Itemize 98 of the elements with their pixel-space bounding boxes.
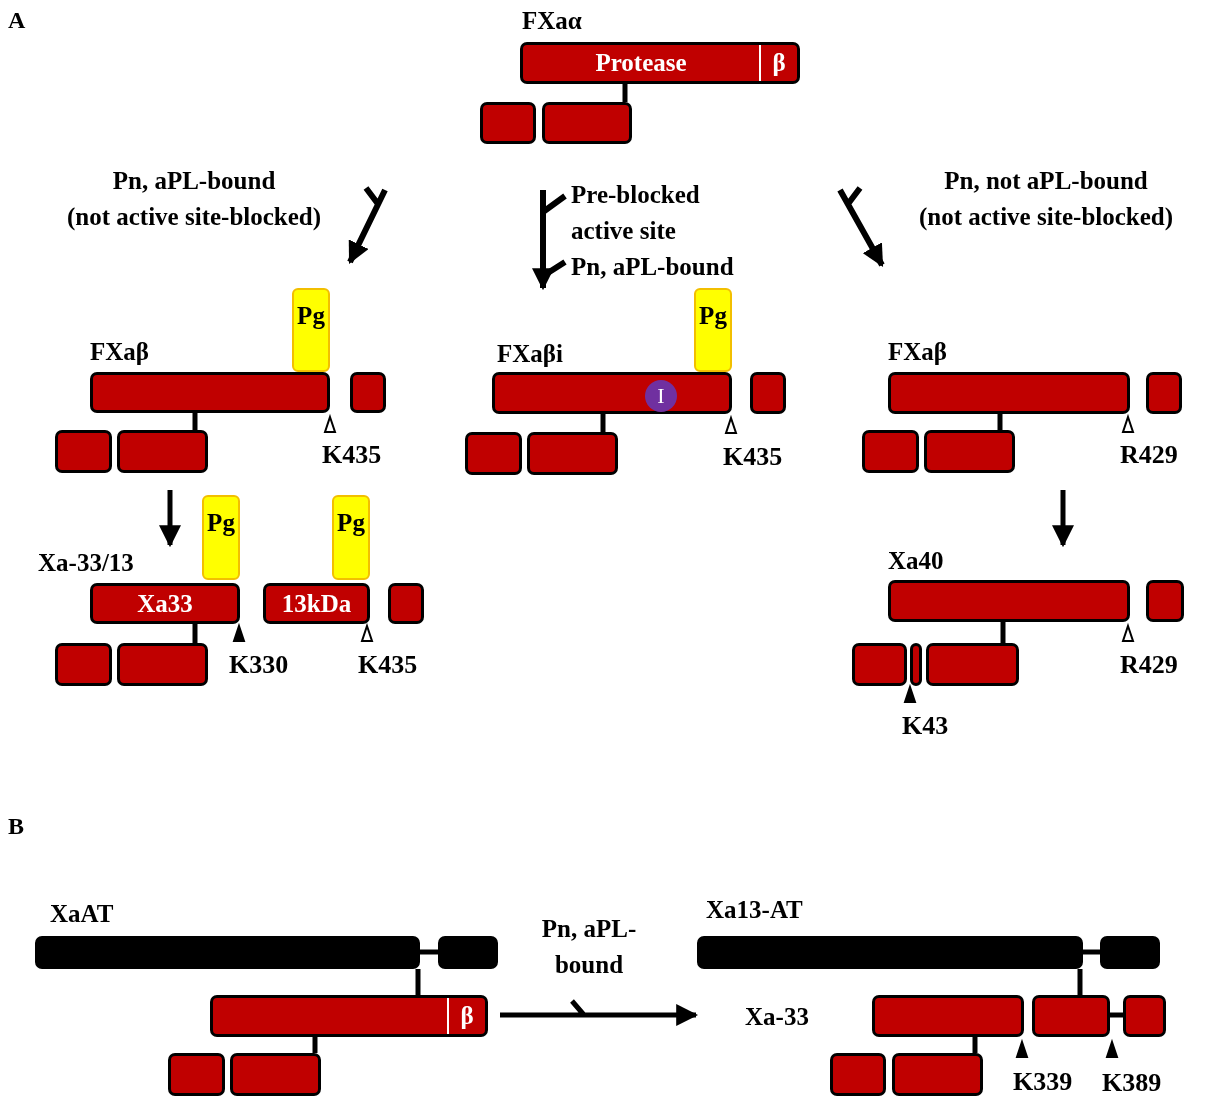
- chain-bar: [350, 372, 386, 413]
- circle-label: I: [657, 385, 665, 407]
- cleavage-site-label: K43: [902, 710, 949, 742]
- chain-bar: [1146, 372, 1182, 414]
- chain-bar: [263, 583, 370, 624]
- bar-label: 13kDa: [280, 589, 353, 618]
- linker-line: [997, 414, 1003, 430]
- linker-line: [1083, 949, 1100, 955]
- chain-bar: [117, 643, 208, 686]
- molecule-label: FXaβ: [90, 337, 149, 367]
- arrow: [347, 185, 388, 265]
- molecule-label: FXaβi: [497, 339, 563, 369]
- chain-bar: [1100, 936, 1160, 969]
- chain-bar: [230, 1053, 321, 1096]
- panel-letter: B: [8, 812, 24, 841]
- cleavage-site-label: K330: [229, 649, 289, 681]
- chain-bar: [55, 430, 112, 473]
- chain-bar: [117, 430, 208, 473]
- panel-letter: A: [8, 6, 26, 35]
- chain-bar: [520, 42, 800, 84]
- linker-line: [420, 949, 438, 955]
- linker-line: [1110, 1012, 1123, 1018]
- inhibitor-circle: [645, 380, 677, 412]
- edge-label: Pre-blocked active site: [571, 180, 701, 246]
- molecule-label: Xa-33: [745, 1002, 809, 1032]
- arrow: [532, 187, 568, 291]
- cleavage-site-label: K339: [1013, 1066, 1073, 1098]
- chain-bar: [924, 430, 1015, 473]
- cleavage-site-label: K435: [358, 649, 418, 681]
- bar-label: β: [759, 45, 797, 81]
- linker-line: [415, 969, 421, 995]
- cleavage-site-label: R429: [1120, 649, 1178, 681]
- linker-line: [972, 1037, 978, 1053]
- arrow: [497, 998, 699, 1026]
- bound-protein-box: [694, 288, 732, 372]
- molecule-label: FXaβ: [888, 337, 947, 367]
- molecule-label: Xa-33/13: [38, 548, 134, 578]
- box-label: Pg: [207, 509, 235, 538]
- linker-line: [192, 413, 198, 430]
- box-label: Pg: [699, 302, 727, 331]
- bar-label: Protease: [594, 49, 688, 77]
- chain-bar: [862, 430, 919, 473]
- chain-bar: [168, 1053, 225, 1096]
- chain-bar: [697, 936, 1083, 969]
- cleavage-site-label: K435: [723, 441, 783, 473]
- cleavage-site-label: R429: [1120, 439, 1178, 471]
- condition-label: Pn, aPL-bound: [571, 252, 734, 282]
- arrow: [159, 490, 181, 548]
- chain-bar: [90, 583, 240, 624]
- chain-bar: [852, 643, 907, 686]
- bound-protein-box: [292, 288, 330, 372]
- bar-label: β: [447, 998, 485, 1034]
- arrow: [837, 185, 885, 268]
- chain-bar: [1123, 995, 1166, 1037]
- chain-bar: [1032, 995, 1110, 1037]
- linker-line: [1077, 969, 1083, 995]
- chain-bar: [872, 995, 1024, 1037]
- linker-line: [622, 84, 628, 102]
- chain-bar: [492, 372, 732, 414]
- chain-bar: [926, 643, 1019, 686]
- chain-bar: [465, 432, 522, 475]
- box-label: Pg: [297, 302, 325, 331]
- arrow: [1052, 490, 1074, 548]
- linker-line: [1000, 622, 1006, 643]
- chain-bar: [542, 102, 632, 144]
- condition-label: (not active site-blocked): [917, 202, 1175, 233]
- molecule-label: XaAT: [50, 899, 114, 929]
- linker-line: [312, 1037, 318, 1053]
- chain-bar: [210, 995, 488, 1037]
- linker-line: [192, 624, 198, 643]
- chain-bar: [480, 102, 536, 144]
- molecule-label: Xa40: [888, 546, 944, 576]
- molecule-label: FXaα: [522, 6, 582, 36]
- chain-bar: [388, 583, 424, 624]
- chain-bar: [830, 1053, 886, 1096]
- chain-bar: [35, 936, 420, 969]
- chain-bar: [888, 580, 1130, 622]
- chain-bar: [750, 372, 786, 414]
- edge-label: Pn, aPL-bound: [111, 166, 277, 196]
- molecule-label: Xa13-AT: [706, 895, 803, 925]
- chain-bar: [892, 1053, 983, 1096]
- chain-bar: [888, 372, 1130, 414]
- bar-label: Xa33: [136, 589, 194, 618]
- linker-line: [600, 414, 606, 432]
- chain-bar: [527, 432, 618, 475]
- edge-label: Pn, not aPL-bound: [943, 166, 1149, 196]
- chain-bar: [90, 372, 330, 413]
- chain-bar: [438, 936, 498, 969]
- condition-label: (not active site-blocked): [65, 202, 323, 233]
- edge-label: Pn, aPL-bound: [540, 914, 638, 980]
- bound-protein-box: [332, 495, 370, 580]
- chain-bar: [1146, 580, 1184, 622]
- chain-bar: [55, 643, 112, 686]
- box-label: Pg: [337, 509, 365, 538]
- chain-bar: [910, 643, 922, 686]
- cleavage-site-label: K435: [322, 439, 382, 471]
- cleavage-site-label: K389: [1102, 1067, 1162, 1099]
- bound-protein-box: [202, 495, 240, 580]
